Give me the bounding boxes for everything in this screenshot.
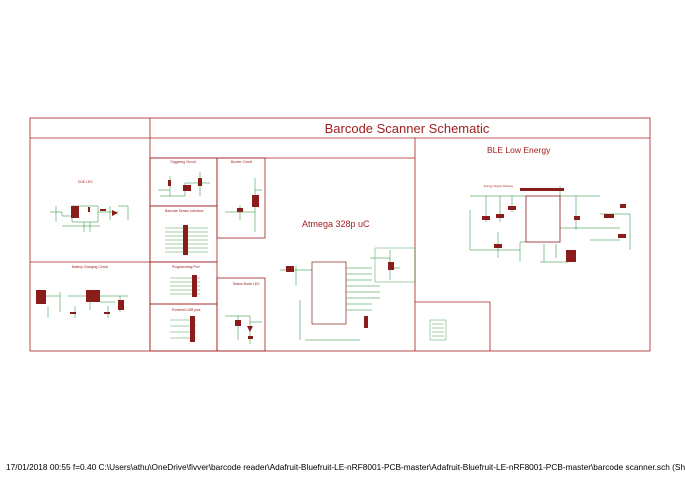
ble-chip: [525, 195, 561, 243]
label-barcode-iface: Barcode Sensor Interface: [165, 209, 204, 213]
mcu-circuit: [280, 250, 400, 341]
label-battery-charging: Battery Charging Circuit: [72, 265, 108, 269]
battery-charging-circuit: [40, 292, 128, 318]
mcu-chip: [311, 261, 347, 325]
label-mcu: Atmega 328p uC: [302, 219, 370, 229]
box-triggering: [149, 157, 218, 207]
mcu-header-box: [374, 247, 416, 283]
plot-footer: 17/01/2018 00:55 f=0.40 C:\Users\athu\On…: [6, 462, 685, 472]
box-status-led: [216, 277, 266, 352]
label-ble: BLE Low Energy: [487, 145, 551, 155]
frame: [29, 117, 651, 352]
label-ble-supply: Energy Supply Filtering: [484, 184, 513, 188]
label-usb-led: DUE LED: [78, 180, 93, 184]
label-triggering: Triggering Circuit: [170, 160, 196, 164]
usb-led-circuit: [50, 205, 129, 232]
label-programming: Programming Port: [172, 265, 200, 269]
ble-circuit: [469, 186, 631, 263]
power-usb-pins: [170, 319, 196, 339]
programming-port: [170, 277, 200, 295]
sheet-title: Barcode Scanner Schematic: [325, 121, 490, 136]
status-led-circuit: [225, 315, 262, 344]
label-status-led: Status Mode LED: [233, 282, 260, 286]
usb-led-chip: [71, 206, 79, 218]
label-power-usb: Powered USB pins: [172, 308, 201, 312]
section-labels: DUE LED Triggering Circuit Buzzer Circui…: [72, 145, 551, 312]
legend-box: [429, 319, 447, 341]
outer-border: [29, 117, 651, 352]
usb-led-diode: [112, 210, 118, 216]
label-buzzer: Buzzer Circuit: [231, 160, 252, 164]
triggering-circuit: [158, 172, 210, 197]
box-buzzer: [216, 157, 266, 239]
